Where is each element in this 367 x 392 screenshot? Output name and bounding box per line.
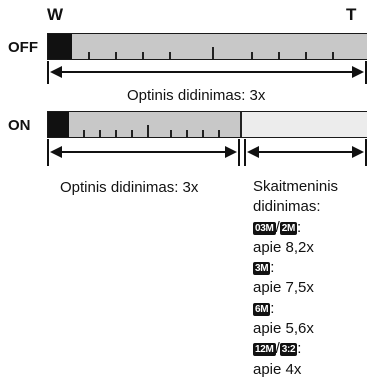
arrowhead-right-icon xyxy=(225,146,237,158)
size-separator: / xyxy=(275,218,280,236)
colon: : xyxy=(297,218,302,236)
bar-tick-major xyxy=(147,125,149,137)
digital-zoom-title-cont: didinimas: xyxy=(253,198,321,216)
bar-tick xyxy=(99,130,101,137)
size-separator: / xyxy=(275,340,280,358)
optical-digital-divider xyxy=(240,112,242,137)
bar-tick xyxy=(169,52,171,59)
zoom-bar-off xyxy=(47,33,367,60)
bar-tick xyxy=(251,52,253,59)
bar-tick xyxy=(186,130,188,137)
bar-tick-major xyxy=(212,47,214,59)
off-optical-range-arrow xyxy=(47,61,367,84)
image-size-6m-icon: 6M xyxy=(253,302,271,316)
bar-tick xyxy=(202,130,204,137)
bar-tick xyxy=(115,130,117,137)
off-row-label: OFF xyxy=(8,39,38,56)
wide-end-cap xyxy=(48,34,72,59)
zoom-bar-on xyxy=(47,111,367,138)
bar-tick xyxy=(332,52,334,59)
bar-tick xyxy=(305,52,307,59)
tele-end-label: T xyxy=(346,5,357,24)
colon: : xyxy=(297,340,302,358)
digital-zoom-title: Skaitmeninis xyxy=(253,178,339,195)
arrowhead-left-icon xyxy=(50,146,62,158)
bar-tick xyxy=(142,52,144,59)
on-digital-range-arrow xyxy=(244,139,367,166)
bar-tick xyxy=(218,130,220,137)
arrowhead-right-icon xyxy=(352,146,364,158)
on-row-label: ON xyxy=(8,117,31,134)
aspect-3-2-icon: 3:2 xyxy=(279,343,298,357)
digital-zoom-info: Skaitmeninis didinimas: 03M/2M: apie 8,2… xyxy=(253,177,367,380)
zoom-value: apie 8,2x xyxy=(253,238,314,256)
bar-tick xyxy=(83,130,85,137)
image-size-row: 03M/2M: xyxy=(253,218,367,238)
arrowhead-left-icon xyxy=(50,66,62,78)
image-size-12m-icon: 12M xyxy=(253,343,276,357)
image-size-row: 12M/3:2: xyxy=(253,339,367,359)
zoom-value: apie 5,6x xyxy=(253,320,314,338)
on-optical-range-arrow xyxy=(47,139,240,166)
wide-end-label: W xyxy=(47,5,64,24)
image-size-03m-icon: 03M xyxy=(253,221,276,235)
arrowhead-right-icon xyxy=(352,66,364,78)
zoom-value: apie 4x xyxy=(253,360,302,378)
arrowhead-left-icon xyxy=(247,146,259,158)
image-size-row: 3M: xyxy=(253,258,367,278)
off-optical-zoom-caption: Optinis didinimas: 3x xyxy=(127,87,266,104)
image-size-row: 6M: xyxy=(253,299,367,319)
colon: : xyxy=(270,259,275,277)
bar-tick xyxy=(88,52,90,59)
bar-tick xyxy=(170,130,172,137)
colon: : xyxy=(270,299,275,317)
wide-end-cap xyxy=(48,112,69,137)
bar-tick xyxy=(115,52,117,59)
bar-tick xyxy=(278,52,280,59)
zoom-value: apie 7,5x xyxy=(253,279,314,297)
bar-tick xyxy=(131,130,133,137)
image-size-2m-icon: 2M xyxy=(279,221,298,235)
image-size-3m-icon: 3M xyxy=(253,262,271,276)
on-optical-zoom-caption: Optinis didinimas: 3x xyxy=(60,179,199,196)
